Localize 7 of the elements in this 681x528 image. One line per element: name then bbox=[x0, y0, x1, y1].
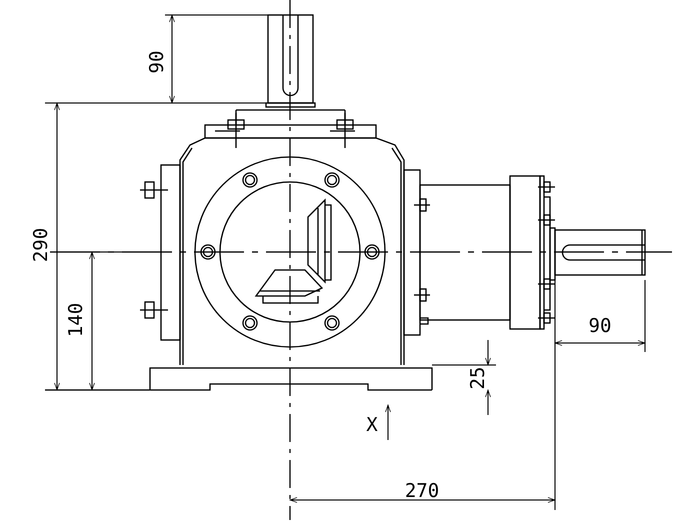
dimension-label: 90 bbox=[588, 316, 612, 336]
dimension-label: 90 bbox=[147, 50, 167, 74]
dimension-label: 140 bbox=[66, 302, 86, 338]
dimension-label: 290 bbox=[31, 228, 51, 262]
dimension-label: X bbox=[366, 415, 378, 435]
dimension-label: 270 bbox=[404, 481, 440, 501]
dimension-label: 25 bbox=[468, 366, 488, 390]
